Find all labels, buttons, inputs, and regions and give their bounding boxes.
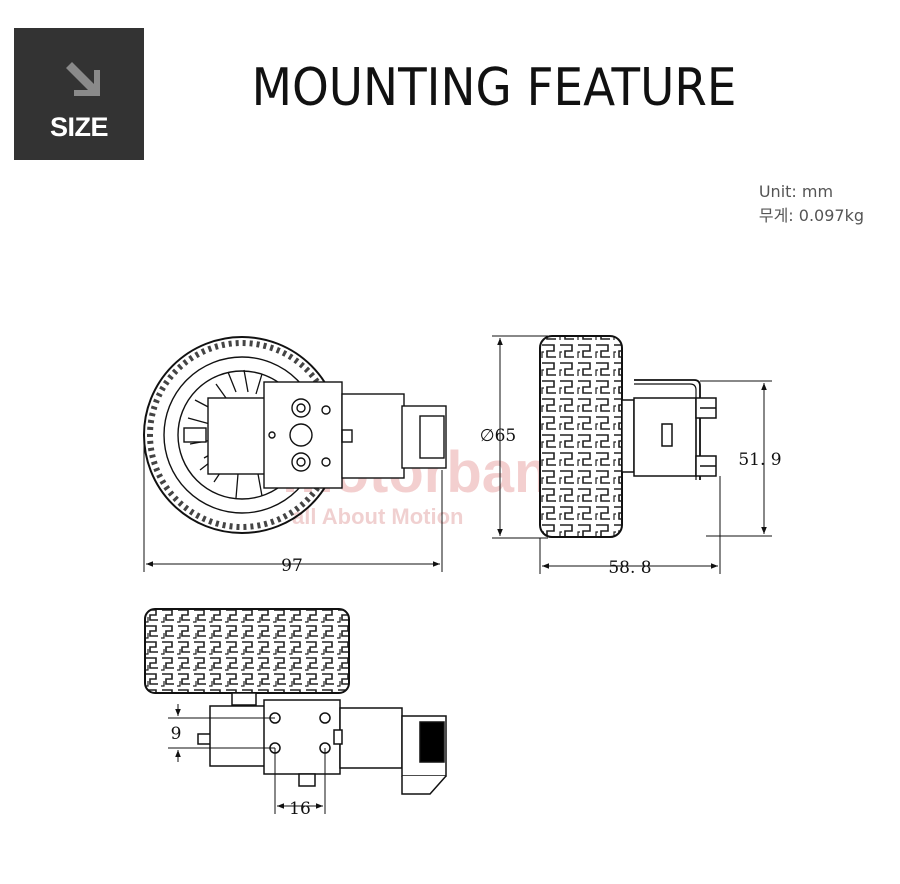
page-title: MOUNTING FEATURE (251, 58, 737, 118)
side-tire (539, 335, 623, 538)
front-motor-cap (401, 405, 447, 469)
spec-info: Unit: mm 무게: 0.097kg (759, 180, 864, 228)
arrow-down-right-icon (66, 62, 100, 96)
bottom-gearbox (209, 705, 267, 767)
side-width-label: 58. 8 (608, 558, 651, 578)
size-label: SIZE (49, 112, 109, 142)
side-bracket (634, 379, 701, 480)
front-view (143, 336, 447, 534)
bottom-width-label: 16 (289, 799, 311, 819)
side-hub (621, 399, 635, 473)
bottom-tire (144, 608, 350, 694)
front-shaft (183, 427, 207, 443)
bottom-height-label: 9 (171, 724, 182, 744)
watermark-tagline: all About Motion (292, 504, 463, 529)
side-height-label: 51. 9 (738, 450, 781, 470)
unit-text: Unit: mm (758, 182, 834, 201)
bottom-motor (339, 707, 403, 769)
front-gearbox (207, 397, 267, 475)
side-view (539, 335, 717, 538)
bottom-view (144, 608, 447, 795)
front-motor (341, 393, 405, 479)
weight-text: 무게: 0.097kg (758, 206, 864, 225)
size-badge: SIZE (14, 28, 144, 160)
front-width-label: 97 (281, 556, 303, 576)
side-diameter-label: ∅65 (480, 426, 516, 446)
side-dimensions (492, 335, 772, 574)
bottom-dimensions (168, 704, 326, 814)
front-width-dimension (143, 440, 443, 572)
